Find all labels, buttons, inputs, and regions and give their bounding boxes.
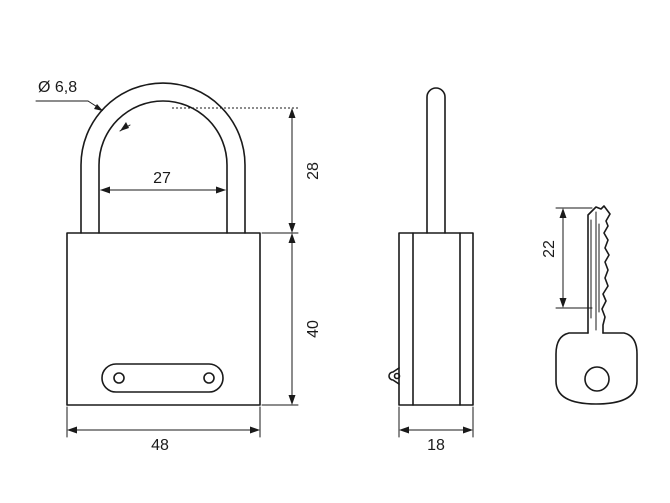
inner-width-dimension: 27 <box>100 170 226 194</box>
nameplate-rivet-right <box>203 372 215 384</box>
body-depth-label: 18 <box>427 437 445 454</box>
shackle-side-outline <box>426 87 446 234</box>
body-nameplate <box>101 363 224 393</box>
inner-width-label: 27 <box>153 170 171 187</box>
padlock-front-view <box>66 82 261 406</box>
padlock-body <box>66 232 261 406</box>
shackle-outer-outline <box>80 82 246 234</box>
shackle-height-label: 28 <box>305 162 322 180</box>
shackle-height-dimension: 28 <box>172 107 322 234</box>
key-bow <box>555 332 638 405</box>
body-side-outline <box>398 232 474 406</box>
key-bow-hole <box>584 366 610 392</box>
body-height-label: 40 <box>305 320 322 338</box>
body-height-dimension: 40 <box>261 233 322 406</box>
body-depth-dimension: 18 <box>398 406 474 454</box>
shackle-diameter-label: Ø 6,8 <box>38 79 77 96</box>
shackle-diameter-callout: Ø 6,8 <box>35 79 131 132</box>
key-drawing <box>555 205 638 405</box>
key-length-dimension: 22 <box>541 207 593 309</box>
key-blade <box>587 205 611 334</box>
key-length-label: 22 <box>541 240 558 258</box>
body-width-label: 48 <box>151 437 169 454</box>
keyhole-protrusion <box>388 367 400 385</box>
shackle-inner-outline <box>98 100 228 234</box>
nameplate-rivet-left <box>113 372 125 384</box>
padlock-side-view <box>388 87 474 406</box>
body-width-dimension: 48 <box>66 406 261 454</box>
